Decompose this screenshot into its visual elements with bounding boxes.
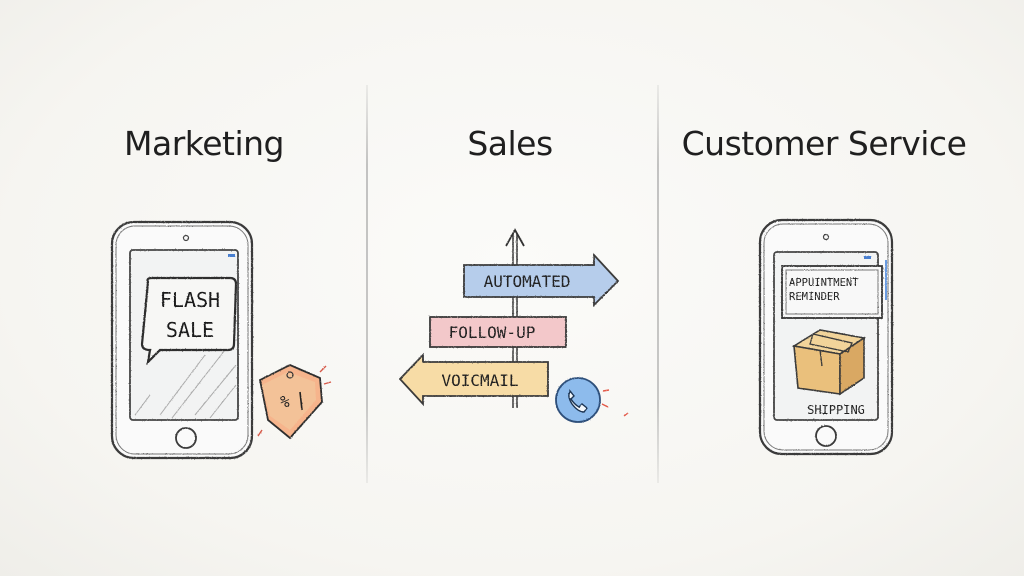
reminder-line2: REMINDER	[789, 291, 840, 303]
heading-sales: Sales	[467, 124, 553, 163]
flash-sale-bubble: FLASH SALE	[140, 276, 238, 366]
discount-tag-icon: %	[257, 364, 332, 440]
column-divider-right	[657, 85, 659, 483]
heading-marketing: Marketing	[124, 124, 284, 163]
sign-automated-label: AUTOMATED	[484, 272, 571, 291]
shipping-box-icon: SHIPPING	[791, 329, 867, 417]
shipping-label: SHIPPING	[807, 403, 865, 417]
appointment-reminder-card: APPUINTMENT REMINDER	[781, 265, 883, 319]
heading-customer-service: Customer Service	[681, 124, 967, 163]
reminder-line1: APPUINTMENT	[789, 277, 859, 289]
sign-voicemail: VOICMAIL	[398, 352, 549, 407]
sign-voicemail-label: VOICMAIL	[441, 371, 518, 390]
sign-automated: AUTOMATED	[463, 252, 620, 308]
sign-follow-up: FOLLOW-UP	[429, 316, 567, 348]
flash-sale-line2: SALE	[166, 318, 214, 342]
sign-follow-up-label: FOLLOW-UP	[449, 323, 536, 342]
flash-sale-line1: FLASH	[160, 288, 220, 312]
phone-call-icon	[555, 377, 629, 423]
column-divider-left	[366, 85, 368, 483]
discount-tag-text: %	[280, 392, 290, 411]
